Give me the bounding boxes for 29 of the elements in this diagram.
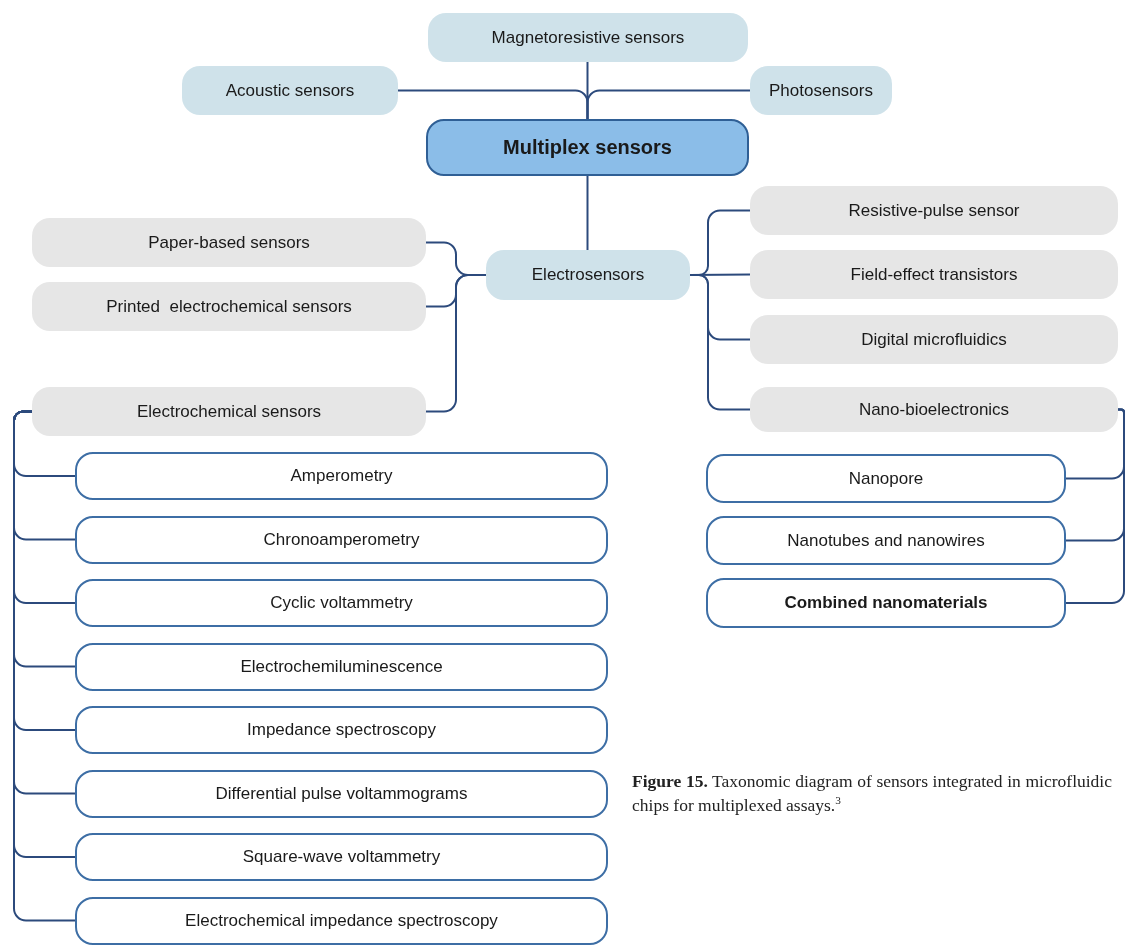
method-box: Nanopore — [706, 454, 1066, 503]
figure-caption: Figure 15. Taxonomic diagram of sensors integrated in microfluidic chips for multiplexed assays.$^{3}$ — [632, 770, 1112, 817]
category-box: Photosensors — [750, 66, 892, 115]
connector-line — [586, 175, 589, 251]
category-box: Digital microfluidics — [750, 315, 1118, 364]
connector-line — [586, 89, 751, 120]
category-box: Electrosensors — [486, 250, 690, 300]
connector-line — [425, 274, 487, 413]
method-box: Chronoamperometry — [75, 515, 608, 564]
connector-line — [1065, 408, 1125, 604]
connector-line — [689, 274, 751, 411]
method-box: Differential pulse voltammograms — [75, 769, 608, 818]
root-box: Multiplex sensors — [426, 119, 749, 176]
category-box: Field-effect transistors — [750, 250, 1118, 299]
category-box: Nano-bioelectronics — [750, 387, 1118, 432]
method-box: Nanotubes and nanowires — [706, 516, 1066, 565]
method-box: Square-wave voltammetry — [75, 833, 608, 881]
method-box: Cyclic voltammetry — [75, 579, 608, 627]
method-box: Electrochemical impedance spectroscopy — [75, 896, 608, 945]
method-box: Combined nanomaterials — [706, 578, 1066, 628]
category-box: Magnetoresistive sensors — [428, 13, 748, 62]
category-box: Resistive-pulse sensor — [750, 186, 1118, 235]
method-box: Impedance spectroscopy — [75, 706, 608, 754]
method-box: Electrochemiluminescence — [75, 642, 608, 691]
method-box: Amperometry — [75, 452, 608, 500]
category-box: Printed electrochemical sensors — [32, 282, 426, 331]
category-box: Acoustic sensors — [182, 66, 398, 115]
category-box: Electrochemical sensors — [32, 387, 426, 436]
category-box: Paper-based sensors — [32, 218, 426, 267]
